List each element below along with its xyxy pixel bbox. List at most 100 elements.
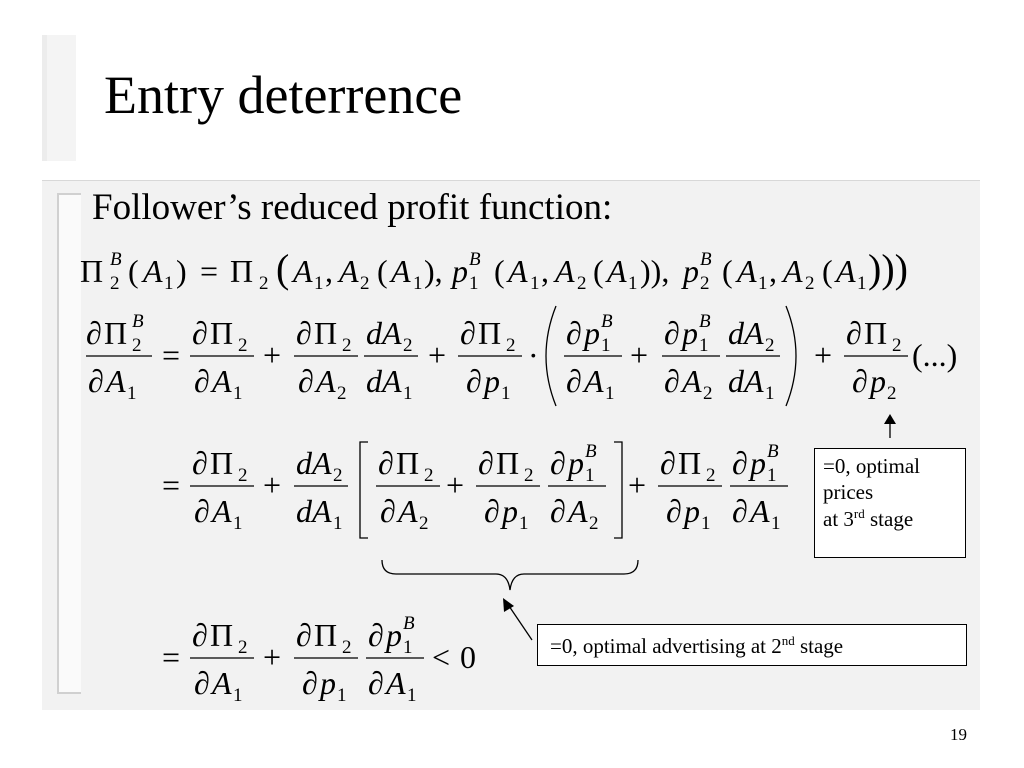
svg-text:∂: ∂ — [378, 445, 394, 481]
svg-text:1: 1 — [601, 335, 611, 356]
equation-line-4: = ∂ Π 2 ∂ A 1 + ∂ Π 2 ∂ p 1 ∂ p B 1 ∂ A … — [162, 613, 476, 706]
svg-text:1: 1 — [403, 383, 413, 404]
svg-text:p: p — [318, 665, 336, 701]
svg-text:2: 2 — [700, 273, 710, 294]
svg-text:A: A — [680, 363, 702, 399]
svg-text:∂: ∂ — [664, 363, 680, 399]
svg-text:1: 1 — [765, 383, 775, 404]
pi-symbol: Π — [80, 253, 103, 289]
svg-text:p: p — [868, 363, 886, 399]
svg-text:A: A — [141, 253, 163, 289]
svg-text:1: 1 — [701, 513, 711, 534]
svg-text:2: 2 — [892, 335, 902, 356]
svg-text:B: B — [469, 249, 481, 270]
svg-text:2: 2 — [238, 637, 248, 658]
title-accent-bar — [42, 35, 76, 161]
slide-title: Entry deterrence — [104, 65, 463, 125]
svg-text:∂: ∂ — [192, 617, 208, 653]
svg-text:Π: Π — [478, 315, 501, 351]
equation-line-2: ∂ Π B 2 ∂ A 1 = ∂ Π 2 ∂ A 1 + ∂ Π 2 ∂ A … — [86, 305, 957, 407]
svg-text:A: A — [210, 665, 232, 701]
svg-text:p: p — [682, 493, 700, 529]
svg-text:∂: ∂ — [298, 363, 314, 399]
svg-text:2: 2 — [238, 465, 248, 486]
svg-text:2: 2 — [238, 335, 248, 356]
svg-text:p: p — [748, 445, 766, 481]
svg-text:∂: ∂ — [192, 315, 208, 351]
svg-text:))): ))) — [868, 246, 908, 291]
bracket-left — [359, 441, 368, 539]
svg-text:): ) — [176, 253, 187, 289]
svg-text:A: A — [781, 253, 803, 289]
svg-text:2: 2 — [110, 273, 120, 294]
svg-text:∂: ∂ — [380, 493, 396, 529]
svg-text:∂: ∂ — [566, 363, 582, 399]
svg-text:1: 1 — [699, 335, 709, 356]
svg-text:,: , — [325, 253, 333, 289]
svg-text:A: A — [553, 253, 575, 289]
svg-text:p: p — [500, 493, 518, 529]
svg-text:(: ( — [593, 253, 604, 289]
svg-text:dA: dA — [366, 315, 402, 351]
svg-text:A: A — [605, 253, 627, 289]
svg-text:2: 2 — [360, 273, 370, 294]
svg-text:(...): (...) — [912, 337, 957, 373]
equation-line-3: = ∂ Π 2 ∂ A 1 + dA 2 dA 1 ∂ Π 2 ∂ A 2 + … — [162, 441, 788, 539]
svg-text:)),: )), — [640, 253, 669, 289]
svg-text:2: 2 — [342, 335, 352, 356]
bracket-right — [614, 441, 623, 539]
svg-text:p: p — [566, 445, 584, 481]
svg-text:Π: Π — [210, 445, 233, 481]
svg-text:,: , — [541, 253, 549, 289]
svg-text:2: 2 — [419, 513, 429, 534]
svg-text:∂: ∂ — [566, 315, 582, 351]
svg-text:+: + — [428, 337, 446, 373]
svg-text:∂: ∂ — [460, 315, 476, 351]
svg-text:A: A — [735, 253, 757, 289]
svg-text:<: < — [432, 639, 450, 675]
arrow-to-advertising — [508, 605, 533, 641]
svg-text:A: A — [210, 363, 232, 399]
svg-text:2: 2 — [506, 335, 516, 356]
svg-text:∂: ∂ — [732, 445, 748, 481]
svg-text:∂: ∂ — [846, 315, 862, 351]
svg-text:∂: ∂ — [194, 363, 210, 399]
section-heading: Follower’s reduced profit function: — [92, 187, 613, 228]
svg-text:∂: ∂ — [368, 665, 384, 701]
svg-text:1: 1 — [469, 273, 479, 294]
svg-text:p: p — [582, 315, 600, 351]
svg-text:·: · — [528, 337, 539, 373]
svg-text:1: 1 — [403, 637, 413, 658]
svg-text:∂: ∂ — [478, 445, 494, 481]
svg-text:2: 2 — [342, 637, 352, 658]
svg-text:=: = — [162, 337, 180, 373]
svg-text:∂: ∂ — [368, 617, 384, 653]
svg-text:1: 1 — [585, 465, 595, 486]
underbrace — [381, 559, 639, 591]
svg-text:∂: ∂ — [664, 315, 680, 351]
svg-text:∂: ∂ — [852, 363, 868, 399]
svg-text:∂: ∂ — [192, 445, 208, 481]
svg-text:2: 2 — [403, 335, 413, 356]
svg-text:A: A — [314, 363, 336, 399]
svg-text:A: A — [582, 363, 604, 399]
svg-text:∂: ∂ — [296, 315, 312, 351]
big-paren-left — [545, 305, 557, 407]
svg-text:A: A — [396, 493, 418, 529]
svg-text:+: + — [630, 337, 648, 373]
svg-text:+: + — [263, 639, 281, 675]
svg-text:A: A — [389, 253, 411, 289]
svg-text:A: A — [834, 253, 856, 289]
svg-text:dA: dA — [366, 363, 402, 399]
content-panel — [42, 180, 980, 710]
svg-text:A: A — [337, 253, 359, 289]
svg-text:B: B — [767, 441, 779, 462]
svg-text:1: 1 — [628, 273, 638, 294]
svg-text:1: 1 — [407, 685, 417, 706]
svg-text:2: 2 — [524, 465, 534, 486]
svg-text:=: = — [162, 639, 180, 675]
svg-text:1: 1 — [233, 383, 243, 404]
svg-text:p: p — [680, 315, 698, 351]
svg-text:1: 1 — [333, 513, 343, 534]
svg-text:∂: ∂ — [302, 665, 318, 701]
